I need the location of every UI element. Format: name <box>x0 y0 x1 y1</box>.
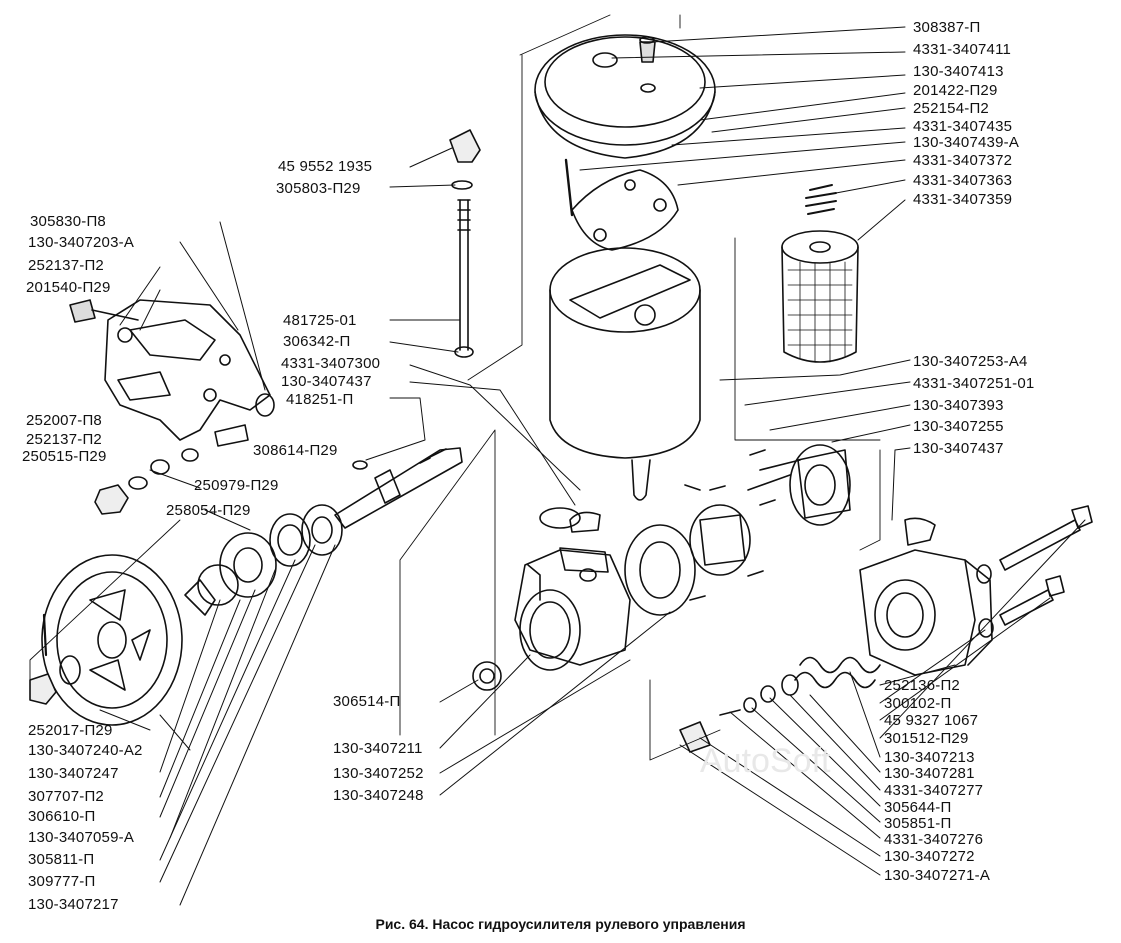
part-label: 4331-3407359 <box>913 191 1013 208</box>
part-label: 201540-П29 <box>26 279 111 296</box>
part-label: 308614-П29 <box>253 442 338 459</box>
part-label: 130-3407437 <box>281 373 372 390</box>
part-label: 130-3407213 <box>884 749 975 766</box>
mounting-bracket <box>69 299 275 441</box>
part-label: 307707-П2 <box>28 788 104 805</box>
part-label: 4331-3407363 <box>913 172 1013 189</box>
watermark-text: AutoSoft <box>700 742 831 780</box>
part-label: 130-3407393 <box>913 397 1004 414</box>
part-label: 252017-П29 <box>28 722 113 739</box>
part-label: 305830-П8 <box>30 213 106 230</box>
part-label: 130-3407272 <box>884 848 975 865</box>
part-label: 130-3407252 <box>333 765 424 782</box>
reservoir-body <box>549 247 701 501</box>
part-label: 130-3407248 <box>333 787 424 804</box>
part-label: 4331-3407411 <box>913 41 1012 58</box>
part-label: 4331-3407372 <box>913 152 1013 169</box>
part-label: 306342-П <box>283 333 351 350</box>
part-label: 4331-3407435 <box>913 118 1013 135</box>
part-label: 258054-П29 <box>166 502 251 519</box>
drive-shaft <box>334 447 463 529</box>
part-label: 305811-П <box>28 851 95 868</box>
filter-element <box>781 184 859 363</box>
part-label: 250515-П29 <box>22 448 107 465</box>
part-label: 130-3407240-А2 <box>28 742 143 759</box>
part-label: 130-3407203-А <box>28 234 135 251</box>
part-label: 130-3407281 <box>884 765 975 782</box>
leader-lines <box>99 26 1086 906</box>
part-label: 130-3407247 <box>28 765 119 782</box>
small-washers <box>94 424 249 515</box>
part-label: 130-3407217 <box>28 896 119 913</box>
part-label: 252136-П2 <box>884 677 960 694</box>
part-label: 4331-3407300 <box>281 355 381 372</box>
part-label: 305803-П29 <box>276 180 361 197</box>
part-label: 305644-П <box>884 799 952 816</box>
part-label: 252154-П2 <box>913 100 989 117</box>
reservoir-cover <box>534 34 716 159</box>
part-label: 301512-П29 <box>884 730 969 747</box>
pulley <box>29 554 183 726</box>
part-label: 45 9327 1067 <box>884 712 979 729</box>
valve-bracket <box>564 158 679 251</box>
part-label: 130-3407059-А <box>28 829 135 846</box>
part-label: 130-3407439-А <box>913 134 1020 151</box>
long-stud <box>449 129 481 358</box>
rear-cover <box>539 507 993 676</box>
part-label: 306610-П <box>28 808 96 825</box>
part-label: 300102-П <box>884 695 952 712</box>
bearings <box>184 504 343 616</box>
part-label: 130-3407253-А4 <box>913 353 1028 370</box>
part-label: 252137-П2 <box>28 257 104 274</box>
part-label: 45 9552 1935 <box>278 158 373 175</box>
part-label: 252137-П2 <box>26 431 102 448</box>
part-label: 130-3407437 <box>913 440 1004 457</box>
pump-housing <box>472 511 631 691</box>
part-label: 252007-П8 <box>26 412 102 429</box>
part-label: 308387-П <box>913 19 981 36</box>
part-label: 305851-П <box>884 815 952 832</box>
part-label: 4331-3407277 <box>884 782 984 799</box>
figure-caption: Рис. 64. Насос гидроусилителя рулевого у… <box>375 916 746 932</box>
part-label: 130-3407271-А <box>884 867 991 884</box>
part-label: 309777-П <box>28 873 96 890</box>
part-label: 130-3407255 <box>913 418 1004 435</box>
part-label: 481725-01 <box>283 312 357 329</box>
long-bolts <box>976 505 1093 638</box>
part-label: 306514-П <box>333 693 401 710</box>
part-label: 418251-П <box>286 391 354 408</box>
part-label: 4331-3407276 <box>884 831 984 848</box>
part-label: 250979-П29 <box>194 477 279 494</box>
part-label: 130-3407211 <box>333 740 423 757</box>
pressure-plate <box>789 444 851 526</box>
rotor-assembly <box>624 449 801 616</box>
part-label: 130-3407413 <box>913 63 1004 80</box>
part-label: 201422-П29 <box>913 82 998 99</box>
part-label: 4331-3407251-01 <box>913 375 1035 392</box>
